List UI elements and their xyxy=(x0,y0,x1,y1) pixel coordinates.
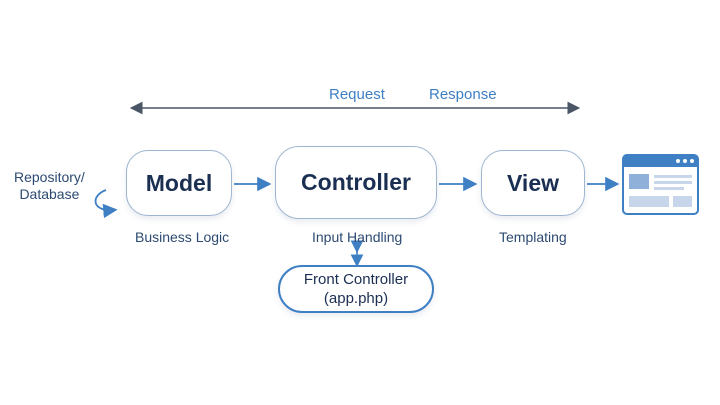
controller-caption: Input Handling xyxy=(312,229,403,245)
front-controller-line2: (app.php) xyxy=(323,290,389,307)
model-node: Model xyxy=(126,150,232,216)
request-label: Request xyxy=(329,86,385,103)
repository-to-model-arrow xyxy=(94,189,118,219)
response-label: Response xyxy=(429,86,497,103)
view-caption: Templating xyxy=(499,229,567,245)
controller-title: Controller xyxy=(301,169,411,195)
model-caption: Business Logic xyxy=(135,229,230,245)
front-controller-line1: Front Controller xyxy=(303,271,409,288)
front-controller-node: Front Controller (app.php) xyxy=(278,265,434,313)
view-title: View xyxy=(507,169,559,196)
controller-node: Controller xyxy=(275,146,437,219)
browser-window-icon xyxy=(622,154,699,215)
view-node: View xyxy=(481,150,585,216)
model-title: Model xyxy=(145,169,213,196)
repository-label: Repository/ Database xyxy=(14,169,85,203)
repository-label-line2: Database xyxy=(19,186,80,202)
repository-label-line1: Repository/ xyxy=(14,169,85,185)
